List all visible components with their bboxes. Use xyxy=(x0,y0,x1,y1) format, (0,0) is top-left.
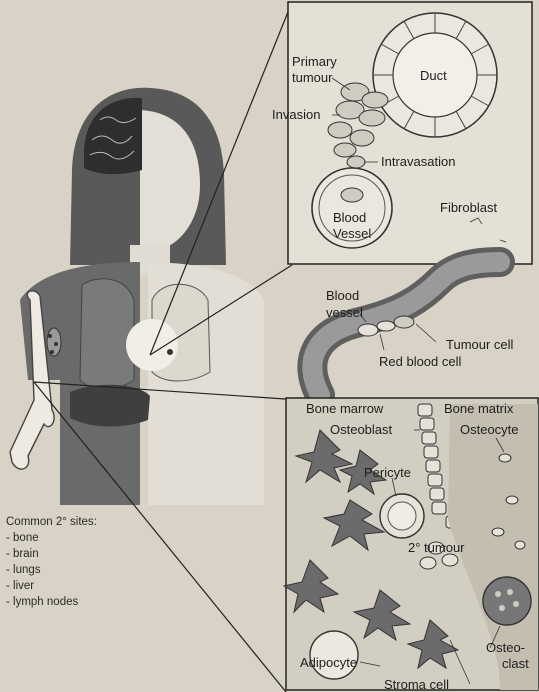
label-bone-marrow: Bone marrow xyxy=(306,401,384,416)
label-osteoclast-1: Osteo- xyxy=(486,640,525,655)
common-sites-list: Common 2° sites: bone brain lungs liver … xyxy=(6,514,146,610)
common-sites-title: Common 2° sites: xyxy=(6,514,146,530)
label-invasion: Invasion xyxy=(272,107,320,122)
bone-marrow-inset: Bone marrow Bone matrix Osteoblast Osteo… xyxy=(284,398,538,692)
label-osteoclast-2: clast xyxy=(502,656,529,671)
site-item: liver xyxy=(6,578,146,594)
label-blood-vessel-top-1: Blood xyxy=(333,210,366,225)
label-primary-tumour-1: Primary xyxy=(292,54,337,69)
label-tumour-cell: Tumour cell xyxy=(446,337,514,352)
label-blood-vessel-mid-2: vessel xyxy=(326,305,363,320)
label-intravasation: Intravasation xyxy=(381,154,455,169)
label-duct: Duct xyxy=(420,68,447,83)
label-osteocyte: Osteocyte xyxy=(460,422,519,437)
label-osteoblast: Osteoblast xyxy=(330,422,393,437)
label-2-tumour: 2° tumour xyxy=(408,540,465,555)
label-pericyte: Pericyte xyxy=(364,465,411,480)
site-item: lungs xyxy=(6,562,146,578)
common-sites-items: bone brain lungs liver lymph nodes xyxy=(6,530,146,610)
label-stroma-cell: Stroma cell xyxy=(384,677,449,692)
label-adipocyte: Adipocyte xyxy=(300,655,357,670)
label-primary-tumour-2: tumour xyxy=(292,70,333,85)
site-item: brain xyxy=(6,546,146,562)
label-blood-vessel-mid-1: Blood xyxy=(326,288,359,303)
label-blood-vessel-top-2: Vessel xyxy=(333,226,371,241)
label-red-blood-cell: Red blood cell xyxy=(379,354,461,369)
primary-tumour-inset: Primary tumour Duct Invasion Intravasati… xyxy=(272,2,532,264)
label-bone-matrix: Bone matrix xyxy=(444,401,514,416)
site-item: lymph nodes xyxy=(6,594,146,610)
site-item: bone xyxy=(6,530,146,546)
label-fibroblast: Fibroblast xyxy=(440,200,497,215)
